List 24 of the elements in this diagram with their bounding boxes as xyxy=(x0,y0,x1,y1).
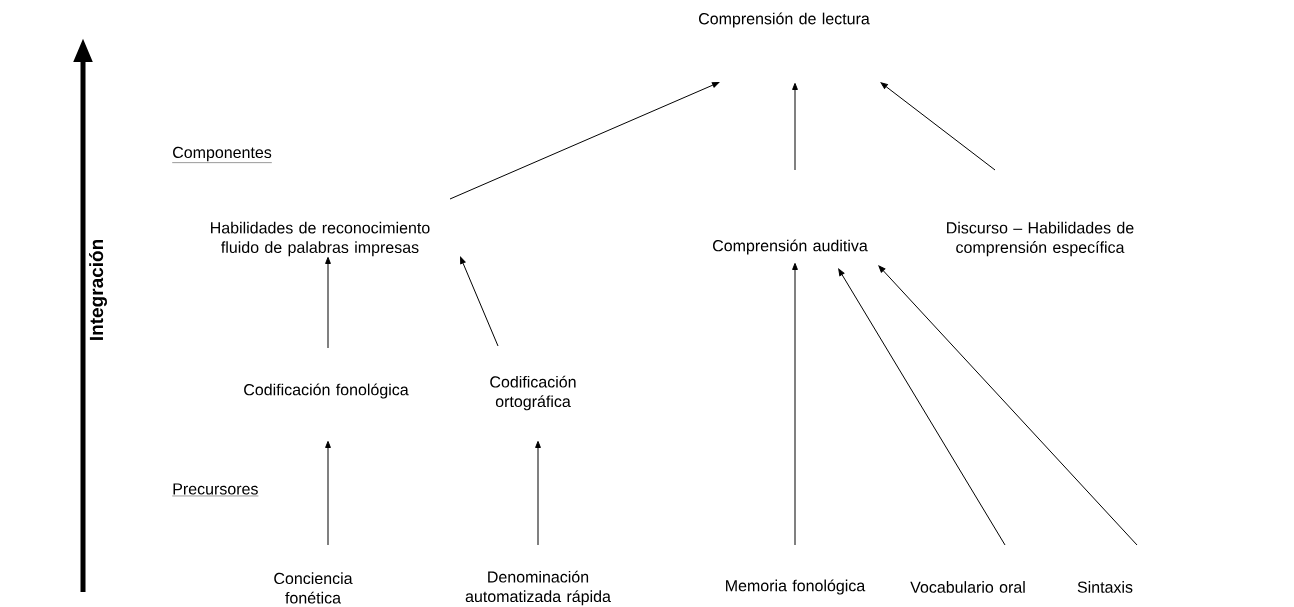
arrow xyxy=(535,440,541,546)
node-text: Conciencia fonética xyxy=(274,572,353,604)
section-label: Componentes xyxy=(172,146,273,163)
arrow xyxy=(792,82,798,171)
arrow xyxy=(880,82,996,171)
arrow xyxy=(792,262,798,546)
arrow xyxy=(325,256,331,349)
node-text: Memoria fonológica xyxy=(726,579,866,595)
node-text: Denominación automatizada rápida xyxy=(465,570,611,606)
node-text: Habilidades de reconocimiento fluido de palabras impresas xyxy=(211,221,430,257)
arrow xyxy=(838,268,1006,546)
node-text: Discurso – Habilidades de comprensión específica xyxy=(947,221,1134,257)
node-text: Codificación ortográfica xyxy=(490,375,576,411)
arrow xyxy=(460,256,499,347)
section-label: Precursores xyxy=(172,483,259,497)
node-text: Comprensión auditiva xyxy=(713,239,868,255)
arrow xyxy=(449,82,720,200)
node-text: Vocabulario oral xyxy=(910,581,1025,593)
node-text: Sintaxis xyxy=(1077,581,1133,593)
node-text: Comprensión de lectura xyxy=(699,12,870,28)
arrow xyxy=(325,440,331,546)
arrow xyxy=(878,265,1138,546)
axis-label: Integración xyxy=(89,239,107,340)
node-text: Codificación fonológica xyxy=(244,383,409,399)
